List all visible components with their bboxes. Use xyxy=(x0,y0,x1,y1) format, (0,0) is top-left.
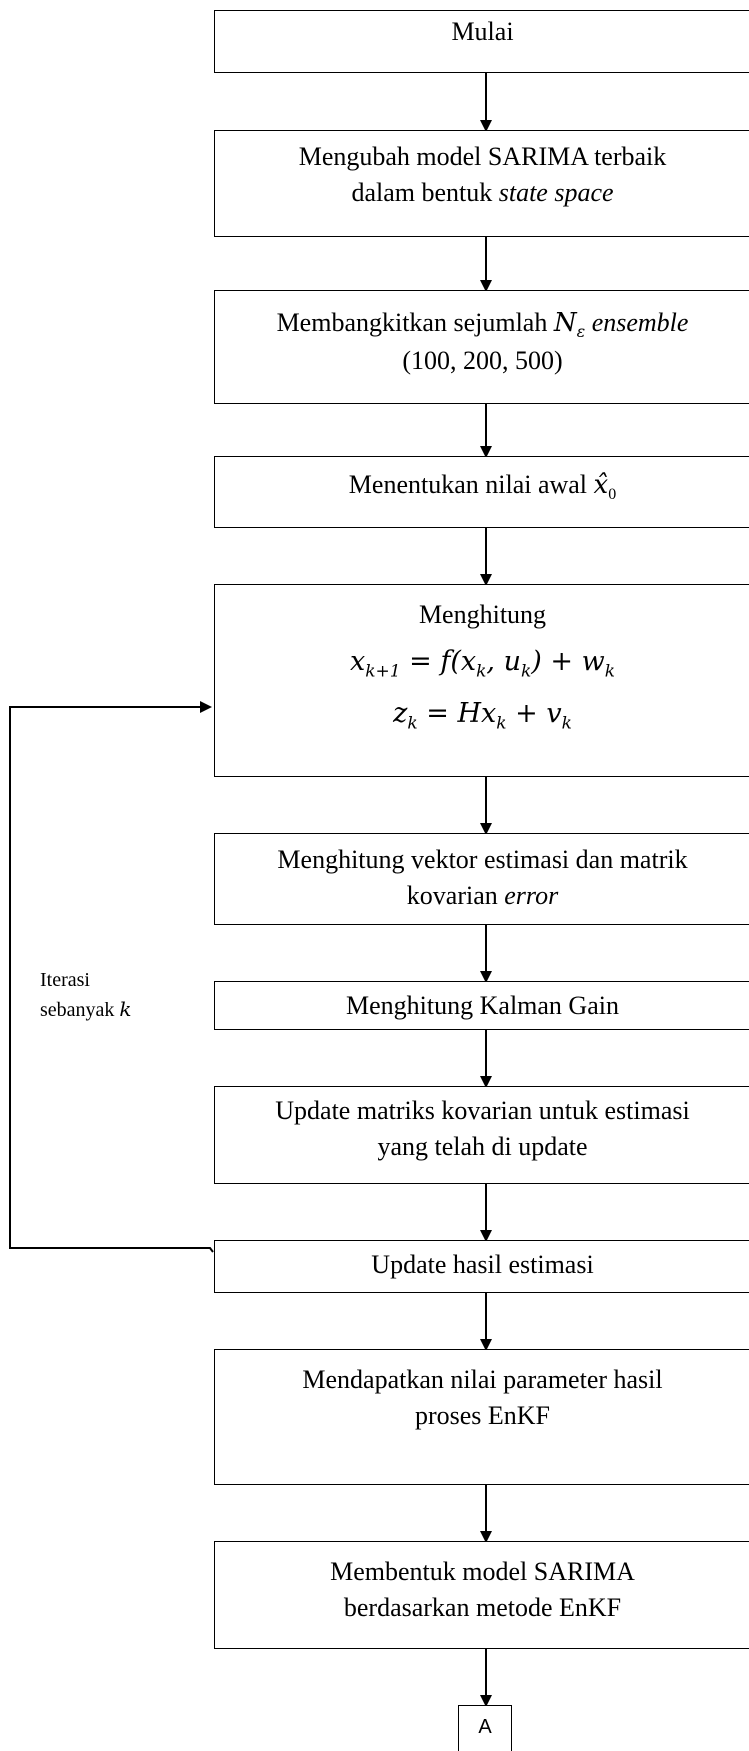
step3-box: Menentukan nilai awal x̂0 xyxy=(214,456,749,528)
step10-line2: berdasarkan metode EnKF xyxy=(343,1592,622,1622)
step2-n-symbol: N xyxy=(553,308,577,338)
step1-line2-italic: state space xyxy=(498,177,614,207)
step5-line1: Menghitung vektor estimasi dan matrik xyxy=(277,845,688,874)
step10-box: Membentuk model SARIMA berdasarkan metod… xyxy=(214,1541,749,1649)
step4-box: Menghitung xk+1 = f(xk, uk) + wk zk = Hx… xyxy=(214,584,749,777)
step2-prefix: Membangkitkan sejumlah xyxy=(276,308,554,337)
step2-line2: (100, 200, 500) xyxy=(402,346,563,376)
step5-box: Menghitung vektor estimasi dan matrik ko… xyxy=(214,833,749,925)
step7-box: Update matriks kovarian untuk estimasi y… xyxy=(214,1086,749,1184)
step4-title: Menghitung xyxy=(418,600,547,629)
step6-label: Menghitung Kalman Gain xyxy=(346,991,619,1020)
step8-label: Update hasil estimasi xyxy=(371,1250,594,1279)
step9-line1: Mendapatkan nilai parameter hasil xyxy=(302,1365,663,1394)
step5-line2: kovarian error xyxy=(215,878,749,914)
step7-line1: Update matriks kovarian untuk estimasi xyxy=(275,1096,690,1125)
step3-line: Menentukan nilai awal x̂0 xyxy=(215,467,749,506)
step2-box: Membangkitkan sejumlah Nε ensemble (100,… xyxy=(214,290,749,404)
step4-eq2: zk = Hxk + vk xyxy=(393,697,572,734)
step2-line1: Membangkitkan sejumlah Nε ensemble xyxy=(215,305,749,343)
step10-line1: Membentuk model SARIMA xyxy=(330,1557,635,1586)
step5-italic: error xyxy=(504,880,559,910)
offpage-connector-a: A xyxy=(458,1705,512,1751)
step1-line1: Mengubah model SARIMA terbaik xyxy=(298,142,667,171)
loop-label-var: k xyxy=(119,997,132,1021)
step6-box: Menghitung Kalman Gain xyxy=(214,981,749,1030)
loop-label-line2: sebanyak k xyxy=(40,995,132,1025)
step3-prefix: Menentukan nilai awal xyxy=(348,470,594,499)
step9-box: Mendapatkan nilai parameter hasil proses… xyxy=(214,1349,749,1485)
step1-line2: dalam bentuk state space xyxy=(215,175,749,211)
step4-eq1: xk+1 = f(xk, uk) + wk xyxy=(349,646,616,682)
step5-prefix: kovarian xyxy=(406,880,505,910)
loop-back-arrow xyxy=(9,701,214,1253)
step7-line2: yang telah di update xyxy=(377,1131,588,1161)
loop-label: Iterasi sebanyak k xyxy=(40,966,132,1025)
start-box: Mulai xyxy=(214,10,749,73)
step9-line2: proses EnKF xyxy=(414,1400,551,1430)
step2-n-sub: ε xyxy=(576,322,586,342)
step3-sub: 0 xyxy=(608,486,617,504)
step1-line2-prefix: dalam bentuk xyxy=(351,177,499,207)
step1-box: Mengubah model SARIMA terbaik dalam bent… xyxy=(214,130,749,237)
start-label: Mulai xyxy=(451,17,514,46)
step3-xhat: x̂ xyxy=(593,470,609,500)
step8-box: Update hasil estimasi xyxy=(214,1240,749,1293)
loop-label-line1: Iterasi xyxy=(40,969,90,991)
loop-label-prefix: sebanyak xyxy=(40,999,120,1021)
step2-italic: ensemble xyxy=(585,308,689,337)
